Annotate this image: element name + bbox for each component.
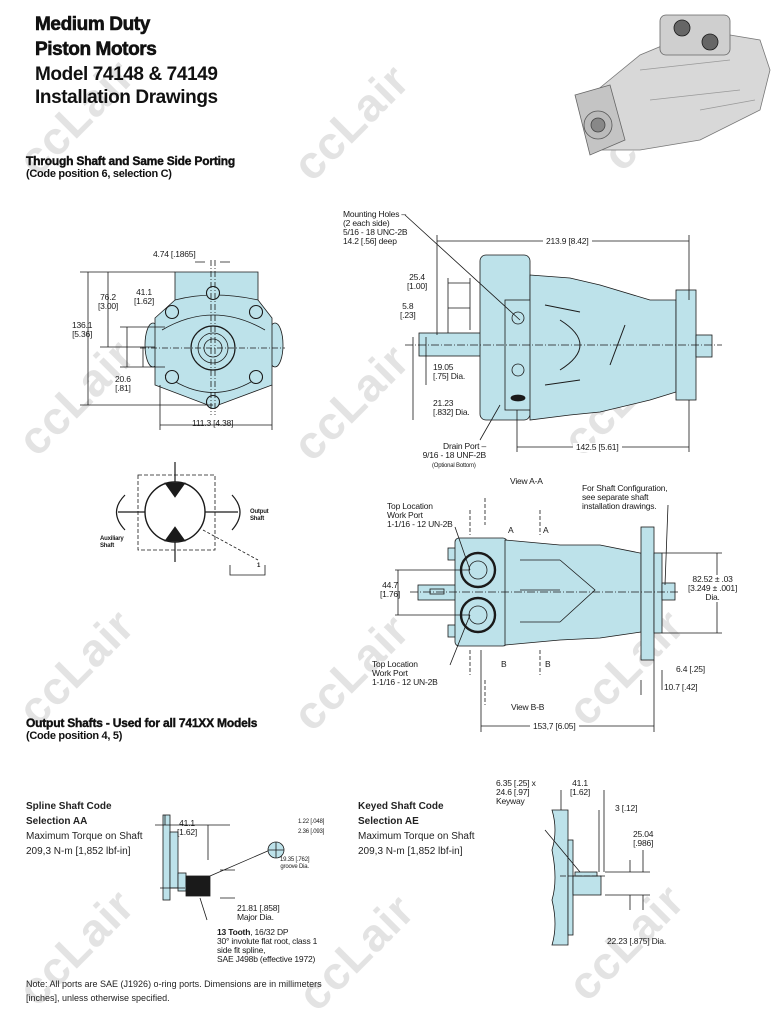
torque-label: Maximum Torque on Shaft	[26, 831, 143, 842]
section-heading: Output Shafts - Used for all 741XX Model…	[26, 716, 258, 730]
motor-photo	[574, 14, 771, 156]
dim-label: 153,7 [6.05]	[530, 722, 579, 731]
tooth-count: 13 Tooth	[217, 927, 251, 937]
page-title-line-3: Model 74148 & 74149	[35, 64, 218, 85]
front-view	[80, 260, 285, 430]
section-marker-b: B	[501, 659, 507, 669]
dim-label: 76.2 [3.00]	[98, 292, 119, 311]
dim-label: 41.1 [1.62]	[177, 818, 198, 837]
dim-label: 19.05 [.75] Dia.	[433, 362, 466, 381]
dim-label: 3 [.12]	[615, 803, 638, 813]
top-view	[395, 498, 722, 732]
section-subheading: (Code position 6, selection C)	[26, 168, 172, 180]
page-title-line-2: Piston Motors	[35, 39, 157, 61]
major-dia-label: 21.81 [.858] Major Dia.	[237, 903, 280, 922]
keyed-shaft-drawing	[544, 790, 650, 946]
drain-port-note: (Optional Bottom)	[432, 463, 476, 469]
view-bb-label: View B-B	[511, 702, 545, 712]
groove-dia-label: 19.35 [.762] groove Dia.	[280, 857, 310, 870]
dim-label: 4.74 [.1865]	[153, 249, 196, 259]
spline-selection: Selection AA	[26, 816, 88, 827]
keyed-shaft-spec: Keyed Shaft Code Selection AE Maximum To…	[358, 799, 475, 859]
keyed-selection: Selection AE	[358, 816, 419, 827]
dim-label: 20.6 [.81]	[115, 374, 131, 393]
dim-label: 111.3 [4.38]	[192, 418, 234, 428]
view-aa-label: View A-A	[510, 476, 543, 486]
section-marker-b: B	[545, 659, 551, 669]
dim-label: 6.4 [.25]	[676, 664, 705, 674]
dim-label: 41.1 [1.62]	[134, 287, 155, 306]
output-shaft-label: Output Shaft	[250, 509, 269, 522]
dim-label: 2.36 [.093]	[298, 829, 325, 835]
dim-label: 22.23 [.875] Dia.	[607, 936, 666, 946]
torque-value: 209,3 N-m [1,852 lbf-in]	[26, 846, 131, 857]
spline-title: Spline Shaft Code	[26, 801, 112, 812]
keyway-label: 6.35 [.25] x 24.6 [.97] Keyway	[496, 778, 536, 806]
auxiliary-shaft-label: Auxiliary Shaft	[100, 536, 124, 549]
work-port-callout-top: Top Location Work Port 1-1/16 - 12 UN-2B	[387, 501, 453, 529]
spline-shaft-spec: Spline Shaft Code Selection AA Maximum T…	[26, 799, 143, 859]
page-title-line-1: Medium Duty	[35, 14, 151, 36]
dim-label: 25.4 [1.00]	[407, 272, 428, 291]
dim-label: 44.7 [1.76]	[380, 580, 401, 599]
dim-label: 136.1 [5.36]	[72, 320, 93, 339]
section-subheading: (Code position 4, 5)	[26, 730, 123, 742]
torque-label: Maximum Torque on Shaft	[358, 831, 475, 842]
dim-label: 10.7 [.42]	[664, 682, 698, 692]
page-title-line-4: Installation Drawings	[35, 87, 218, 108]
dim-label: 1.22 [.048]	[298, 819, 325, 825]
section-marker-a: A	[508, 525, 514, 535]
spline-shaft-drawing	[155, 814, 285, 921]
section-heading: Through Shaft and Same Side Porting	[26, 154, 236, 168]
dim-label: 41.1 [1.62]	[570, 778, 591, 797]
work-port-callout-bottom: Top Location Work Port 1-1/16 - 12 UN-2B	[372, 659, 438, 687]
dim-label: 25.04 [.986]	[633, 829, 654, 848]
spline-spec-note: 13 Tooth, 16/32 DP 30° involute flat roo…	[217, 928, 317, 964]
mounting-holes-callout: Mounting Holes – (2 each side) 5/16 - 18…	[343, 209, 408, 246]
dim-label: 142.5 [5.61]	[573, 443, 622, 452]
section-marker-a: A	[543, 525, 549, 535]
dim-label: 82.52 ± .03 [3.249 ± .001] Dia.	[688, 574, 738, 602]
torque-value: 209,3 N-m [1,852 lbf-in]	[358, 846, 463, 857]
shaft-config-note: For Shaft Configuration, see separate sh…	[582, 483, 668, 511]
drain-port-callout: Drain Port – 9/16 - 18 UNF-2B	[422, 441, 487, 460]
footnote: Note: All ports are SAE (J1926) o-ring p…	[26, 979, 322, 1003]
dim-label: 213.9 [8.42]	[543, 237, 592, 246]
spline-spec-text: , 16/32 DP 30° involute flat root, class…	[217, 927, 318, 964]
hydraulic-motor-symbol	[115, 462, 266, 576]
dim-label: 21.23 [.832] Dia.	[433, 398, 470, 417]
keyed-title: Keyed Shaft Code	[358, 801, 444, 812]
symbol-marker: 1	[257, 563, 261, 569]
side-view	[404, 214, 722, 452]
dim-label: 5.8 [.23]	[400, 301, 416, 320]
